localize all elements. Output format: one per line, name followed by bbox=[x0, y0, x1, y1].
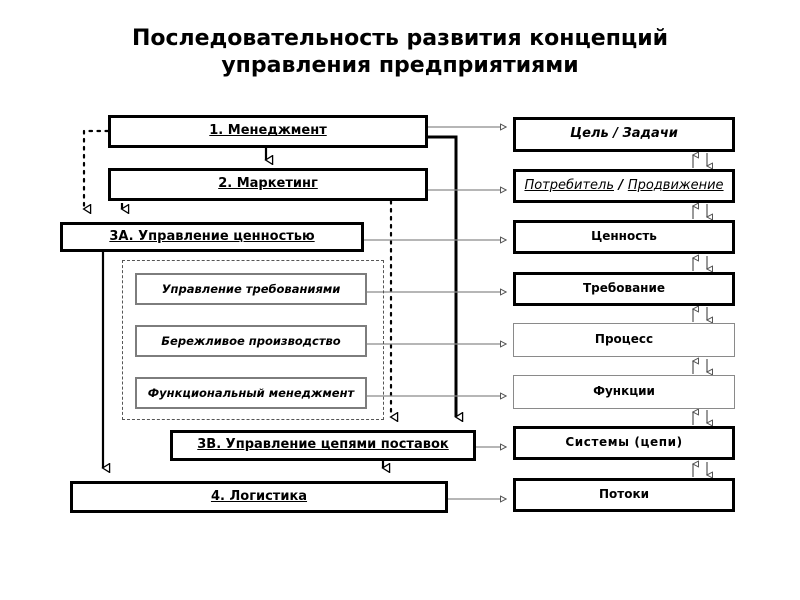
subgroup-label-functional-management: Функциональный менеджмент bbox=[147, 385, 355, 400]
connector-management-dotted-to-value-management bbox=[84, 129, 110, 209]
stage-box-marketing[interactable]: 2. Маркетинг bbox=[108, 168, 428, 201]
connector-management-to-supply-chain bbox=[428, 135, 456, 417]
concept-label-functions: Функции bbox=[593, 384, 655, 399]
concept-label-value: Ценность bbox=[591, 229, 657, 244]
subgroup-box-lean-production[interactable]: Бережливое производство bbox=[135, 325, 367, 357]
concept-label-consumer-promotion: Потребитель / Продвижение bbox=[524, 177, 724, 193]
concept-box-consumer-promotion[interactable]: Потребитель / Продвижение bbox=[513, 169, 735, 203]
concept-label-consumer-promotion-sep: / bbox=[614, 177, 628, 193]
page-title: Последовательность развития концепций уп… bbox=[60, 26, 740, 80]
concept-label-consumer-promotion-part2: Продвижение bbox=[627, 177, 724, 193]
concept-label-flows: Потоки bbox=[598, 487, 650, 502]
connector-right-pair-5 bbox=[693, 359, 707, 374]
connector-right-pair-3 bbox=[693, 256, 707, 271]
stage-box-value-management[interactable]: 3A. Управление ценностью bbox=[60, 222, 364, 252]
connector-right-pair-1 bbox=[693, 153, 707, 168]
concept-label-goal-tasks-part2: Задачи bbox=[622, 126, 678, 142]
connector-right-pair-4 bbox=[693, 307, 707, 322]
stage-box-supply-chain-management[interactable]: 3B. Управление цепями поставок bbox=[170, 430, 476, 461]
stage-label-marketing: 2. Маркетинг bbox=[218, 176, 318, 192]
stage-label-logistics: 4. Логистика bbox=[210, 488, 308, 504]
stage-label-supply-chain-management: 3B. Управление цепями поставок bbox=[197, 437, 449, 453]
connector-right-pair-2 bbox=[693, 204, 707, 219]
concept-label-consumer-promotion-part1: Потребитель bbox=[524, 177, 614, 193]
page-title-line-1: Последовательность развития концепций bbox=[131, 26, 669, 51]
connector-right-pair-6 bbox=[693, 410, 707, 425]
stage-box-logistics[interactable]: 4. Логистика bbox=[70, 481, 448, 513]
concept-box-process[interactable]: Процесс bbox=[513, 323, 735, 357]
concept-label-systems-chains: Системы (цепи) bbox=[565, 435, 683, 450]
concept-label-requirement: Требование bbox=[582, 281, 666, 296]
subgroup-label-requirements-management: Управление требованиями bbox=[161, 281, 341, 296]
subgroup-box-requirements-management[interactable]: Управление требованиями bbox=[135, 273, 367, 305]
stage-label-management: 1. Менеджмент bbox=[209, 123, 327, 139]
concept-label-goal-tasks: Цель / Задачи bbox=[570, 127, 678, 141]
stage-label-value-management: 3A. Управление ценностью bbox=[109, 228, 315, 244]
concept-box-goal-tasks[interactable]: Цель / Задачи bbox=[513, 117, 735, 152]
subgroup-container bbox=[122, 260, 384, 420]
concept-box-requirement[interactable]: Требование bbox=[513, 272, 735, 306]
concept-box-functions[interactable]: Функции bbox=[513, 375, 735, 409]
subgroup-label-lean-production: Бережливое производство bbox=[161, 333, 341, 348]
concept-label-goal-tasks-part1: Цель bbox=[570, 126, 609, 142]
concept-label-goal-tasks-sep: / bbox=[608, 126, 623, 142]
page-title-line-2: управления предприятиями bbox=[221, 52, 579, 78]
concept-box-flows[interactable]: Потоки bbox=[513, 478, 735, 512]
concept-box-systems-chains[interactable]: Системы (цепи) bbox=[513, 426, 735, 460]
stage-box-management[interactable]: 1. Менеджмент bbox=[108, 115, 428, 148]
concept-label-process: Процесс bbox=[594, 332, 654, 347]
subgroup-box-functional-management[interactable]: Функциональный менеджмент bbox=[135, 377, 367, 409]
concept-box-value[interactable]: Ценность bbox=[513, 220, 735, 254]
connector-right-pair-7 bbox=[693, 462, 707, 477]
